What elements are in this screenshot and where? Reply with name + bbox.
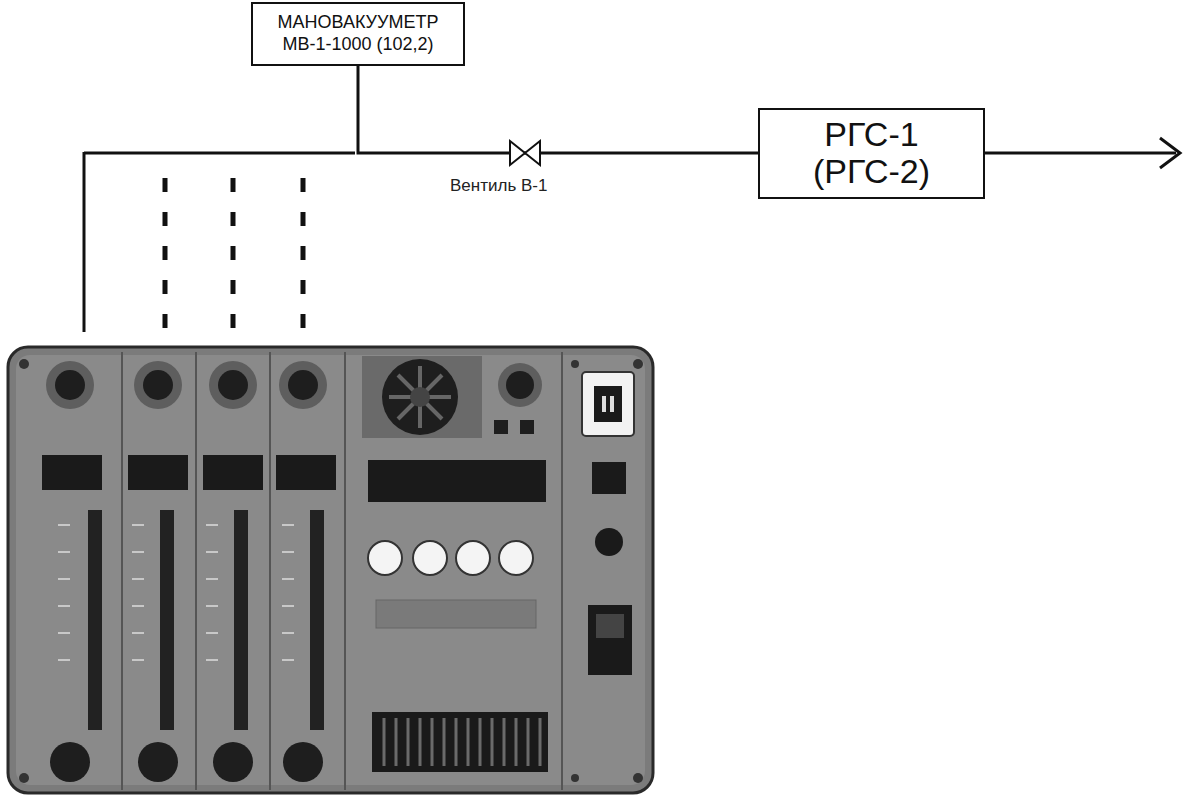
valve-label: Вентиль В-1 [450,176,547,196]
node-text: РГС-1 (РГС-2) [770,116,973,191]
dashed-pipe [231,178,236,332]
gas-generator-panel [8,347,653,793]
outlet-arrowhead [1160,138,1180,168]
dashed-pipe [163,178,168,332]
valve-symbol [510,141,525,165]
pipe-connector [358,66,758,153]
pipe-line [84,152,355,155]
outlet-line [985,152,1176,155]
node-text: МАНОВАКУУМЕТР МВ-1-1000 (102,2) [263,12,453,55]
valve-symbol [525,141,540,165]
generator-box: РГС-1 (РГС-2) [758,108,985,199]
gauge-box: МАНОВАКУУМЕТР МВ-1-1000 (102,2) [251,2,465,66]
dashed-pipe [301,178,306,332]
pipe-line [83,152,86,332]
